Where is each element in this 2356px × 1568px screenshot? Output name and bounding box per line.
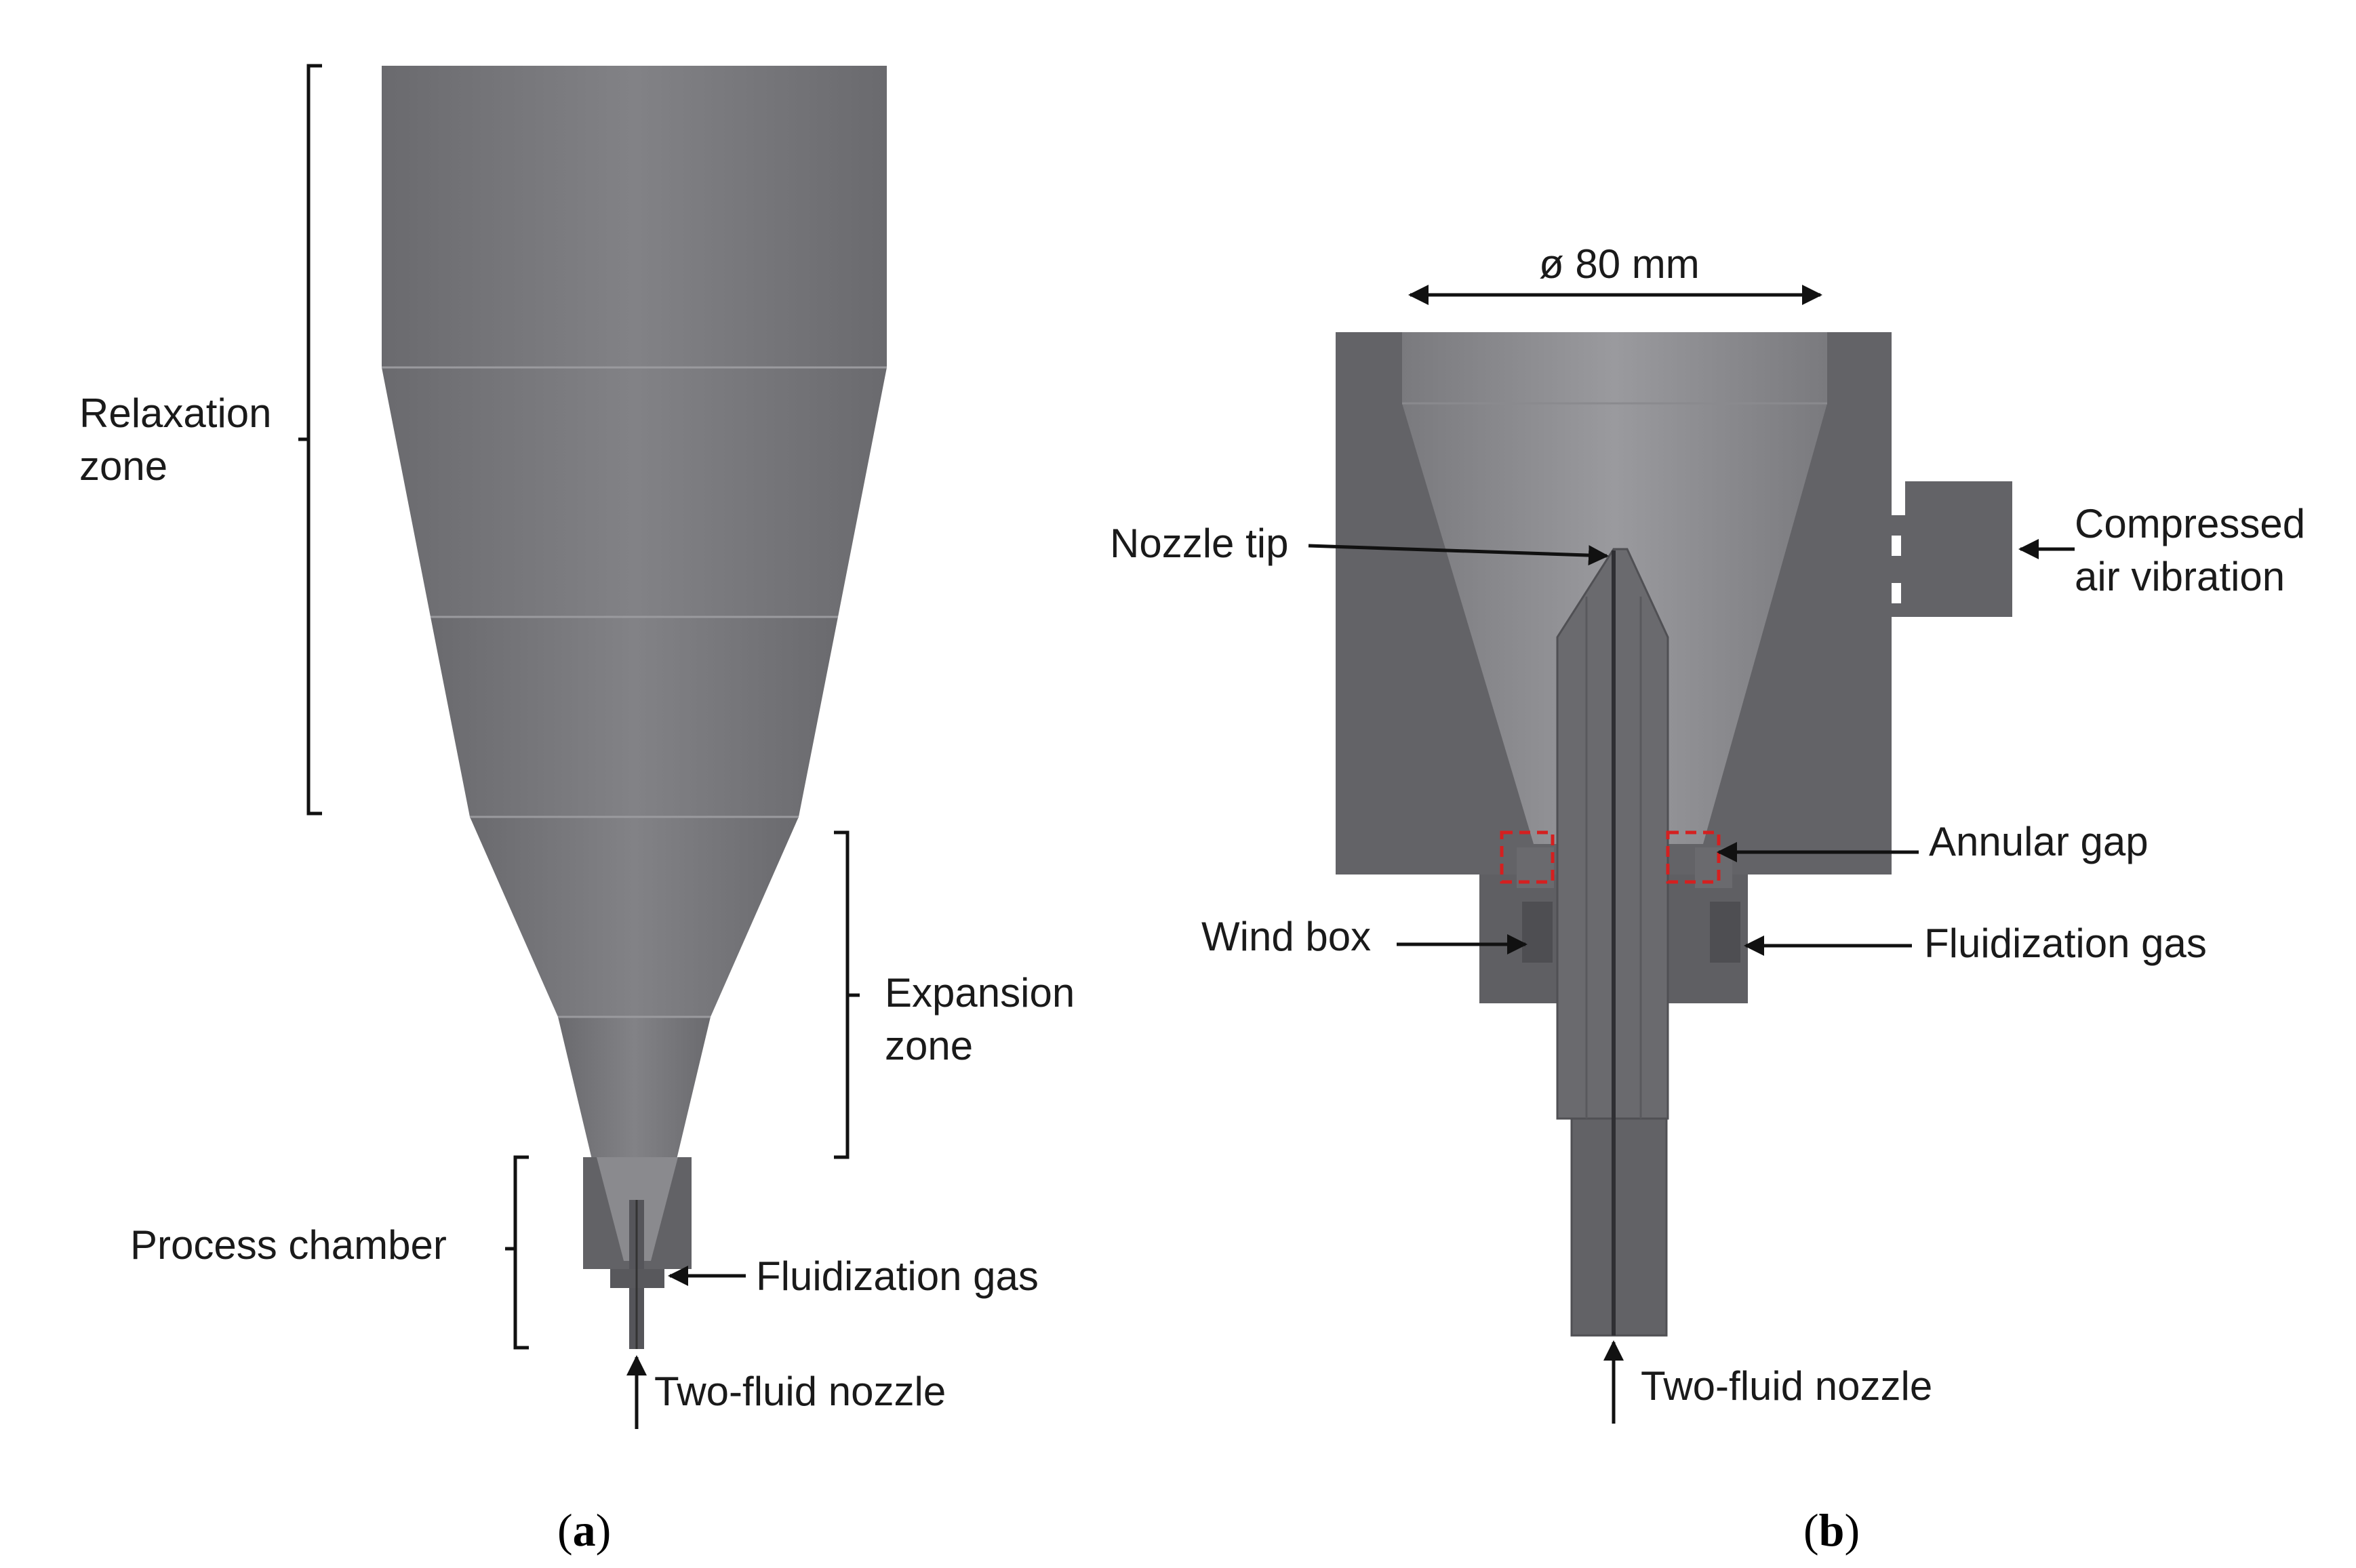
cone-seams — [382, 366, 887, 1018]
cone-segment-3 — [470, 817, 799, 1017]
wind-box-cavity-left — [1522, 902, 1553, 963]
expansion-zone-label-line2: zone — [885, 1023, 973, 1068]
compressed-air-label-line2: air vibration — [2075, 554, 2285, 599]
fluidization-gas-label-a: Fluidization gas — [756, 1253, 1039, 1299]
vibration-gap-1 — [1892, 536, 1901, 556]
two-fluid-nozzle-label-a: Two-fluid nozzle — [654, 1369, 946, 1414]
panel-a: Relaxation zone Expansion zone Process c… — [79, 64, 1075, 1556]
annular-gap-highlight-left — [1500, 830, 1555, 884]
expansion-zone-bracket — [834, 830, 860, 1159]
process-chamber-bracket — [505, 1155, 529, 1350]
vibration-gap-2 — [1892, 583, 1901, 603]
relaxation-zone-label-line2: zone — [79, 443, 167, 489]
cone-segment-2 — [431, 617, 838, 817]
nozzle-tip-label: Nozzle tip — [1110, 521, 1288, 566]
nozzle-lower-body — [1570, 1117, 1668, 1337]
diameter-label: ø 80 mm — [1539, 241, 1700, 287]
wind-box-cavity-right — [1710, 902, 1740, 963]
relaxation-zone-bracket — [298, 64, 322, 816]
expansion-zone-label-line1: Expansion — [885, 970, 1075, 1016]
relaxation-zone-label-line1: Relaxation — [79, 390, 272, 436]
cone-segment-4 — [558, 1017, 711, 1159]
process-chamber-label: Process chamber — [130, 1222, 447, 1268]
cone-segment-1 — [382, 367, 887, 617]
vibration-unit — [1905, 481, 2012, 617]
wind-box-label: Wind box — [1201, 914, 1371, 959]
two-fluid-nozzle-label-b: Two-fluid nozzle — [1641, 1363, 1932, 1409]
fluidization-gas-label-b: Fluidization gas — [1924, 921, 2207, 966]
annular-gap-label: Annular gap — [1929, 819, 2149, 864]
panel-b: ø 80 mm Nozzle tip Compressed air vibrat… — [1110, 241, 2305, 1556]
relaxation-cylinder — [382, 66, 887, 367]
caption-b: (b) — [1803, 1504, 1860, 1556]
nozzle-tip-arrow — [1308, 544, 1609, 566]
compressed-air-label-line1: Compressed — [2075, 501, 2305, 546]
caption-a: (a) — [557, 1504, 611, 1556]
